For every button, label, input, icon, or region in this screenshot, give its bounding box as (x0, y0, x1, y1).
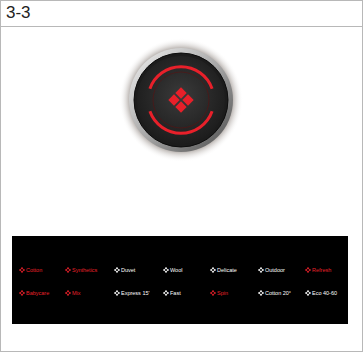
program-name: Outdoor (265, 267, 285, 274)
bullet-symbol (305, 290, 311, 296)
program-name: Cotton 20° (265, 290, 291, 297)
bullet-symbol (305, 267, 311, 273)
program-name: Babycare (26, 290, 49, 297)
bullet-symbol (65, 267, 71, 273)
bullet-symbol (210, 267, 216, 273)
figure-number: 3-3 (6, 3, 31, 23)
program-band: Cotton Synthetics Duvet Wool Delicate Outdoor… (12, 236, 348, 324)
bullet-symbol (19, 267, 25, 273)
program-name: Mix (72, 290, 81, 297)
program-name: Refresh (312, 267, 331, 274)
bullet-symbol (19, 290, 25, 296)
program-name: Eco 40-60 (312, 290, 337, 297)
bullet-symbol (210, 290, 216, 296)
program-name: Fast (170, 290, 181, 297)
bullet-symbol (114, 267, 120, 273)
header-rule (0, 26, 363, 27)
program-name: Duvet (121, 267, 135, 274)
program-name: Spin (217, 290, 228, 297)
program-name: Synthetics (72, 267, 97, 274)
bullet-symbol (163, 267, 169, 273)
bullet-symbol (258, 267, 264, 273)
bullet-symbol (163, 290, 169, 296)
bullet-symbol (65, 290, 71, 296)
program-name: Delicate (217, 267, 237, 274)
program-name: Cotton (26, 267, 42, 274)
bullet-symbol (258, 290, 264, 296)
program-name: Express 15' (121, 290, 150, 297)
bullet-symbol (114, 290, 120, 296)
program-name: Wool (170, 267, 182, 274)
